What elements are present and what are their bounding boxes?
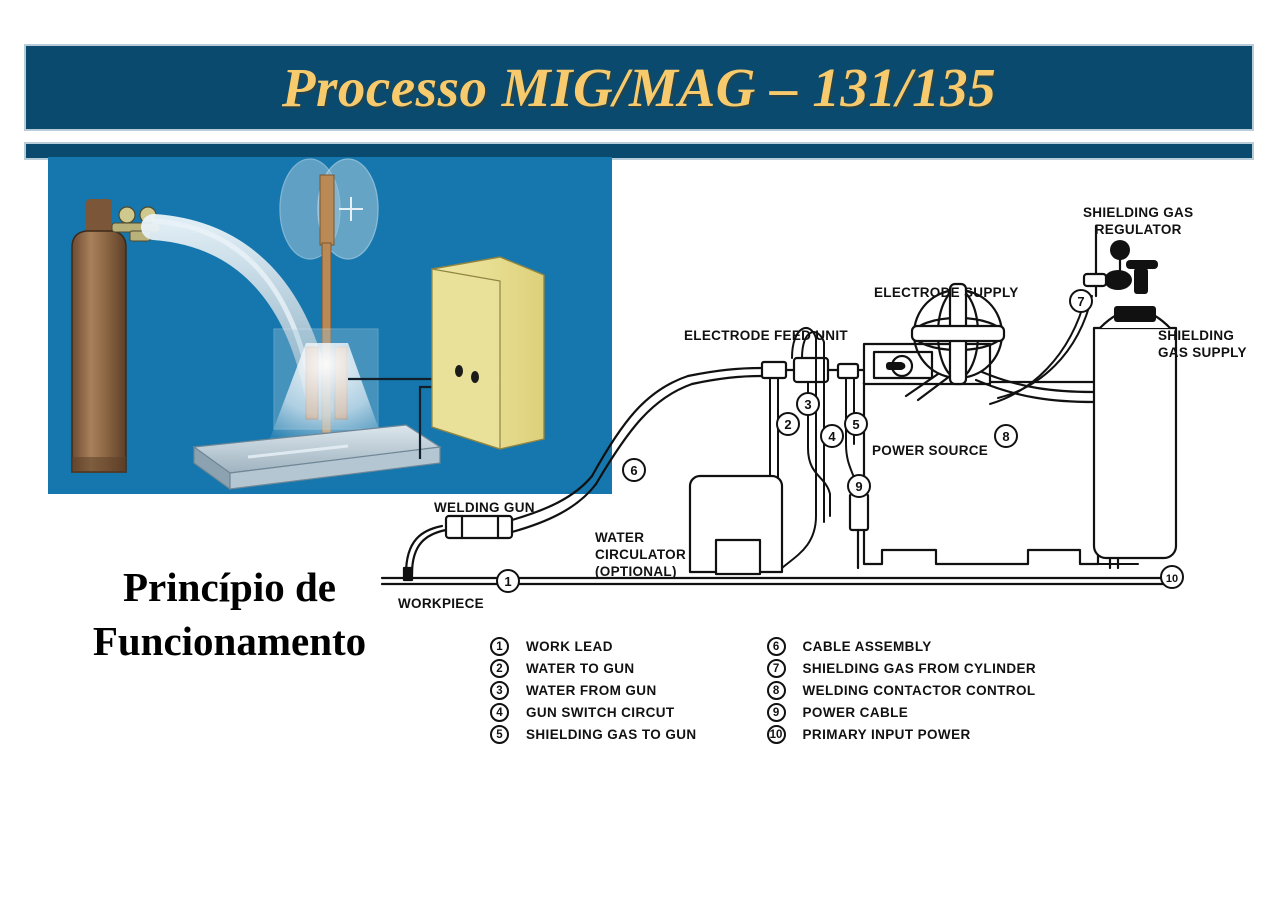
legend-number: 6 bbox=[766, 637, 786, 656]
svg-text:2: 2 bbox=[784, 417, 791, 432]
legend-number: 3 bbox=[490, 681, 509, 700]
legend-label: WELDING CONTACTOR CONTROL bbox=[802, 683, 1036, 698]
legend-label: SHIELDING GAS TO GUN bbox=[526, 727, 697, 742]
svg-text:1: 1 bbox=[504, 574, 511, 589]
label-power-source: POWER SOURCE bbox=[872, 443, 989, 458]
legend-item: 4 GUN SWITCH CIRCUT bbox=[490, 702, 697, 723]
callout-2: 2 bbox=[776, 412, 800, 436]
legend-item: 5 SHIELDING GAS TO GUN bbox=[490, 724, 697, 745]
legend-label: CABLE ASSEMBLY bbox=[802, 639, 932, 654]
legend-number: 2 bbox=[490, 659, 509, 678]
legend-item: 6 CABLE ASSEMBLY bbox=[766, 636, 1037, 657]
legend-label: WATER TO GUN bbox=[526, 661, 635, 676]
callout-7: 7 bbox=[1069, 289, 1093, 313]
legend-label: GUN SWITCH CIRCUT bbox=[526, 705, 675, 720]
schematic-electrode-supply-reel bbox=[904, 282, 1006, 402]
welding-illustration-photo bbox=[48, 157, 612, 494]
svg-text:8: 8 bbox=[1002, 429, 1009, 444]
label-welding-gun: WELDING GUN bbox=[434, 500, 535, 515]
label-shielding-gas-supply: SHIELDING GAS SUPPLY bbox=[1158, 328, 1247, 360]
caption-line-1: Princípio de bbox=[123, 564, 336, 610]
title-banner: Processo MIG/MAG – 131/135 bbox=[24, 44, 1254, 131]
legend-number: 9 bbox=[766, 703, 786, 722]
legend-number: 1 bbox=[490, 637, 509, 656]
legend-label: SHIELDING GAS FROM CYLINDER bbox=[802, 661, 1037, 676]
schematic-callouts: 1 2 3 4 5 6 7 8 9 10 bbox=[496, 289, 1184, 593]
schematic-gas-regulator bbox=[989, 224, 1158, 405]
photo-wire-spool bbox=[279, 158, 379, 260]
caption-line-2: Funcionamento bbox=[92, 618, 367, 665]
callout-1: 1 bbox=[496, 569, 520, 593]
legend-item: 7 SHIELDING GAS FROM CYLINDER bbox=[766, 658, 1037, 679]
svg-text:10: 10 bbox=[1166, 573, 1178, 585]
svg-text:6: 6 bbox=[630, 463, 637, 478]
page-title: Processo MIG/MAG – 131/135 bbox=[281, 57, 997, 118]
svg-text:5: 5 bbox=[852, 417, 859, 432]
callout-9: 9 bbox=[847, 474, 871, 498]
page-subtitle: Princípio de Funcionamento bbox=[52, 560, 407, 668]
schematic-cable-assembly bbox=[590, 366, 764, 486]
svg-text:4: 4 bbox=[828, 429, 836, 444]
legend-item: 9 POWER CABLE bbox=[766, 702, 1037, 723]
callout-6: 6 bbox=[622, 458, 646, 482]
schematic-feed-connectors bbox=[760, 356, 912, 384]
legend-item: 2 WATER TO GUN bbox=[490, 658, 697, 679]
legend-item: 10 PRIMARY INPUT POWER bbox=[766, 724, 1037, 745]
diagram-legend: 1 WORK LEAD 2 WATER TO GUN 3 WATER FROM … bbox=[490, 636, 1190, 745]
callout-10: 10 bbox=[1160, 565, 1184, 589]
svg-text:7: 7 bbox=[1077, 294, 1084, 309]
legend-column-right: 6 CABLE ASSEMBLY 7 SHIELDING GAS FROM CY… bbox=[766, 636, 1037, 745]
legend-label: PRIMARY INPUT POWER bbox=[802, 727, 971, 742]
legend-item: 8 WELDING CONTACTOR CONTROL bbox=[766, 680, 1037, 701]
label-electrode-feed-unit: ELECTRODE FEED UNIT bbox=[684, 328, 848, 343]
callout-4: 4 bbox=[820, 424, 844, 448]
svg-text:3: 3 bbox=[804, 397, 811, 412]
legend-number: 4 bbox=[490, 703, 509, 722]
legend-label: WATER FROM GUN bbox=[526, 683, 657, 698]
callout-3: 3 bbox=[796, 392, 820, 416]
legend-number: 7 bbox=[766, 659, 786, 678]
legend-label: WORK LEAD bbox=[526, 639, 613, 654]
legend-number: 10 bbox=[766, 725, 786, 744]
legend-column-left: 1 WORK LEAD 2 WATER TO GUN 3 WATER FROM … bbox=[490, 636, 697, 745]
schematic-gas-cylinder bbox=[1092, 306, 1178, 560]
photo-power-source-cabinet bbox=[431, 256, 545, 450]
photo-workpiece-plate bbox=[192, 424, 442, 491]
callout-5: 5 bbox=[844, 412, 868, 436]
legend-label: POWER CABLE bbox=[802, 705, 909, 720]
label-shielding-gas-regulator: SHIELDING GAS REGULATOR bbox=[1083, 205, 1194, 237]
photo-gas-cylinder bbox=[71, 199, 127, 473]
label-electrode-supply: ELECTRODE SUPPLY bbox=[874, 285, 1019, 300]
title-accent-bar bbox=[24, 142, 1254, 160]
schematic-water-circulator bbox=[688, 474, 784, 576]
label-workpiece: WORKPIECE bbox=[398, 596, 484, 611]
mig-welding-schematic: 1 2 3 4 5 6 7 8 9 10 bbox=[378, 176, 1210, 606]
legend-item: 1 WORK LEAD bbox=[490, 636, 697, 657]
schematic-reel-cable bbox=[974, 370, 1096, 404]
label-water-circulator: WATER CIRCULATOR (OPTIONAL) bbox=[595, 530, 686, 579]
schematic-welding-gun bbox=[402, 474, 598, 582]
legend-item: 3 WATER FROM GUN bbox=[490, 680, 697, 701]
legend-number: 8 bbox=[766, 681, 786, 700]
callout-8: 8 bbox=[994, 424, 1018, 448]
schematic-power-source bbox=[862, 342, 1100, 566]
svg-text:9: 9 bbox=[855, 479, 862, 494]
legend-number: 5 bbox=[490, 725, 509, 744]
